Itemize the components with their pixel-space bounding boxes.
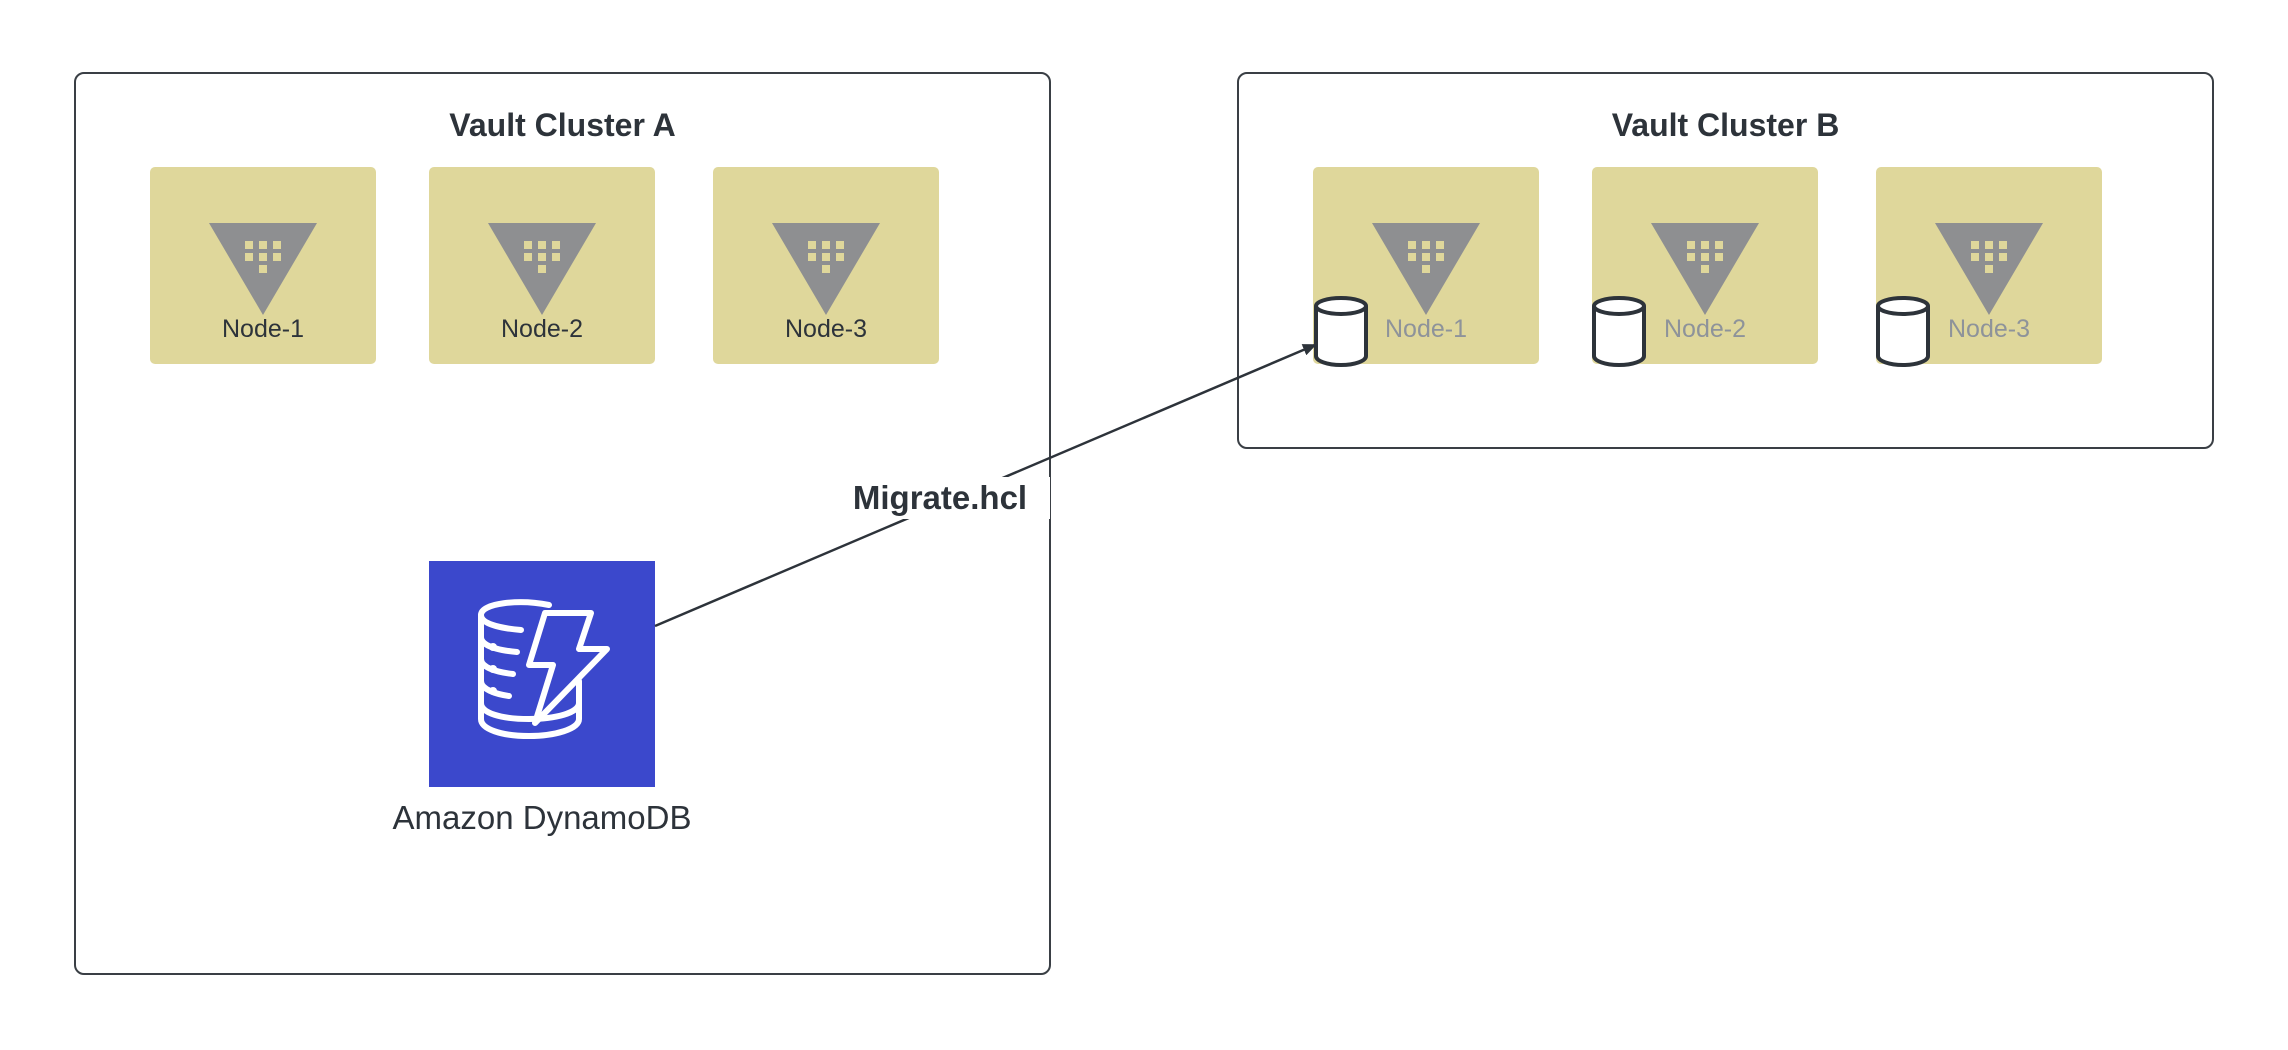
cluster-a-node-2: Node-2	[429, 167, 655, 364]
cluster-b-title: Vault Cluster B	[1611, 107, 1840, 143]
node-label: Node-1	[222, 315, 304, 343]
cluster-a-node-3: Node-3	[713, 167, 939, 364]
vault-icon	[1651, 223, 1759, 315]
storage-cylinder-icon	[1314, 296, 1368, 367]
node-label: Node-1	[1385, 315, 1467, 343]
storage-cylinder-icon	[1876, 296, 1930, 367]
vault-icon	[772, 223, 880, 315]
dynamodb-label: Amazon DynamoDB	[392, 799, 692, 836]
migrate-label: Migrate.hcl	[830, 477, 1050, 519]
cluster-b-node-3: Node-3	[1876, 167, 2102, 364]
vault-icon	[488, 223, 596, 315]
storage-cylinder-icon	[1592, 296, 1646, 367]
vault-icon	[1372, 223, 1480, 315]
node-label: Node-2	[1664, 315, 1746, 343]
vault-icon	[209, 223, 317, 315]
vault-cluster-b: Vault Cluster B Node-1 Node-2	[1237, 72, 2214, 449]
vault-cluster-a: Vault Cluster A Node-1 Node-2	[74, 72, 1051, 975]
cluster-b-node-2: Node-2	[1592, 167, 1818, 364]
dynamodb-tile	[429, 561, 655, 787]
cluster-a-node-1: Node-1	[150, 167, 376, 364]
dynamodb-icon	[478, 599, 610, 739]
vault-icon	[1935, 223, 2043, 315]
node-label: Node-3	[1948, 315, 2030, 343]
node-label: Node-3	[785, 315, 867, 343]
node-label: Node-2	[501, 315, 583, 343]
cluster-a-title: Vault Cluster A	[449, 107, 676, 143]
